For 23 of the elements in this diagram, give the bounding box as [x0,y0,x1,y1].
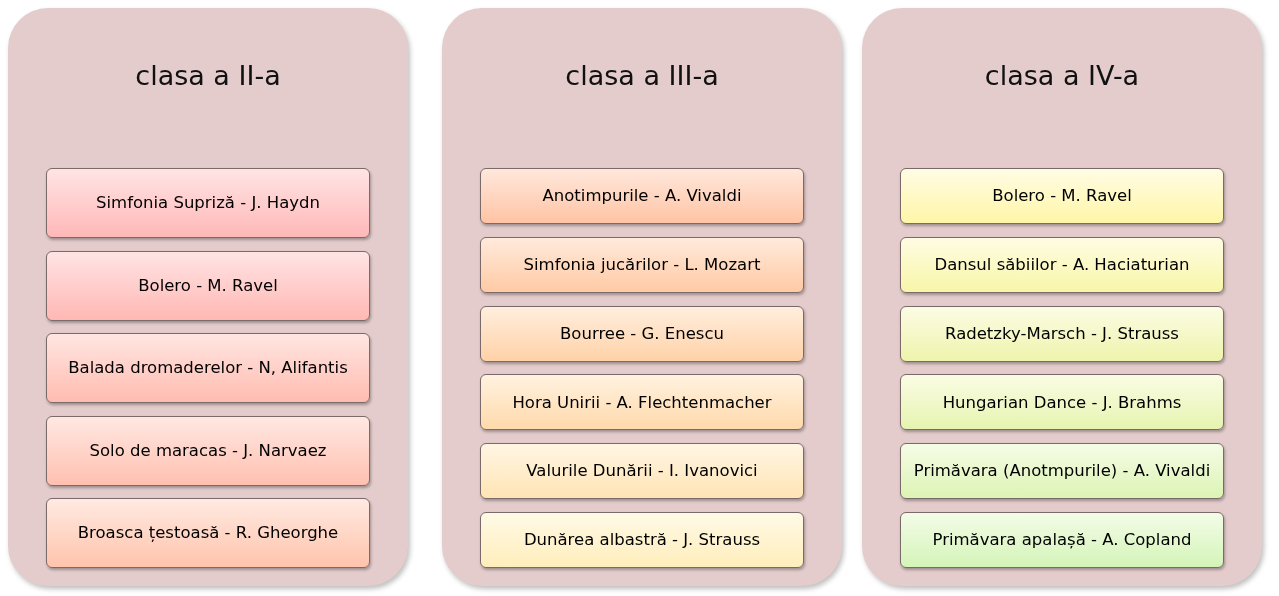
group-panel [8,8,408,586]
piece-box: Hora Unirii - A. Flechtenmacher [480,374,804,431]
piece-box: Dunărea albastră - J. Strauss [480,512,804,568]
piece-box: Primăvara apalașă - A. Copland [900,512,1224,568]
piece-box: Solo de maracas - J. Narvaez [46,415,370,486]
group-title: clasa a IV-a [984,60,1140,91]
piece-box: Valurile Dunării - I. Ivanovici [480,443,804,500]
piece-box: Radetzky-Marsch - J. Strauss [900,305,1224,362]
piece-box: Bolero - M. Ravel [46,250,370,321]
group-title: clasa a III-a [565,60,719,91]
piece-box: Primăvara (Anotmpurile) - A. Vivaldi [900,443,1224,500]
group-title: clasa a II-a [135,60,281,91]
piece-box: Bourree - G. Enescu [480,305,804,362]
piece-box: Balada dromaderelor - N, Alifantis [46,333,370,403]
piece-box: Dansul săbiilor - A. Haciaturian [900,236,1224,293]
piece-box: Simfonia Supriză - J. Haydn [46,168,370,238]
group-panel [442,8,842,586]
piece-box: Anotimpurile - A. Vivaldi [480,168,804,224]
piece-box: Bolero - M. Ravel [900,168,1224,224]
group-panel [862,8,1262,586]
piece-box: Simfonia jucărilor - L. Mozart [480,236,804,293]
piece-box: Broasca țestoasă - R. Gheorghe [46,498,370,568]
piece-box: Hungarian Dance - J. Brahms [900,374,1224,431]
